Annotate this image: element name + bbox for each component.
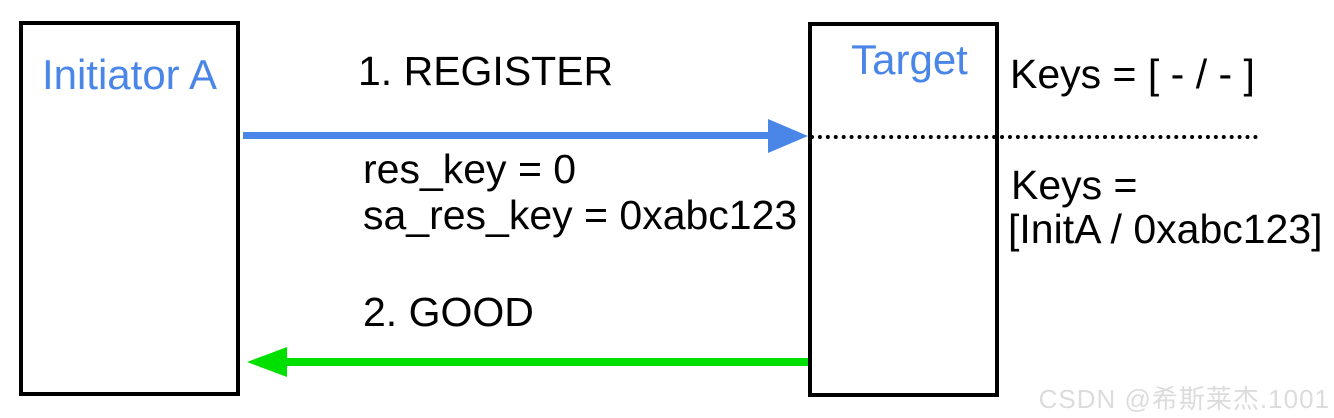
register-arrow-right-head-icon	[768, 119, 808, 153]
message-1-param-res-key: res_key = 0	[363, 146, 577, 192]
state-change-dotted-line	[810, 135, 1258, 139]
message-1-label: 1. REGISTER	[358, 48, 614, 94]
target-keys-after-line1: Keys =	[1011, 162, 1138, 208]
message-2-label: 2. GOOD	[363, 289, 534, 335]
initiator-label: Initiator A	[41, 51, 218, 98]
register-arrow-line	[243, 132, 770, 139]
target-label: Target	[851, 36, 968, 83]
message-1-param-sa-res-key: sa_res_key = 0xabc123	[363, 192, 798, 238]
target-keys-after-line2: [InitA / 0xabc123]	[1008, 206, 1323, 252]
watermark-text: CSDN @希斯莱杰.1001	[1038, 384, 1330, 414]
good-arrow-left-head-icon	[247, 347, 287, 377]
initiator-box: Initiator A	[19, 21, 240, 396]
target-keys-before: Keys = [ - / - ]	[1010, 51, 1255, 97]
target-box: Target	[808, 22, 999, 397]
good-arrow-line	[284, 358, 808, 366]
